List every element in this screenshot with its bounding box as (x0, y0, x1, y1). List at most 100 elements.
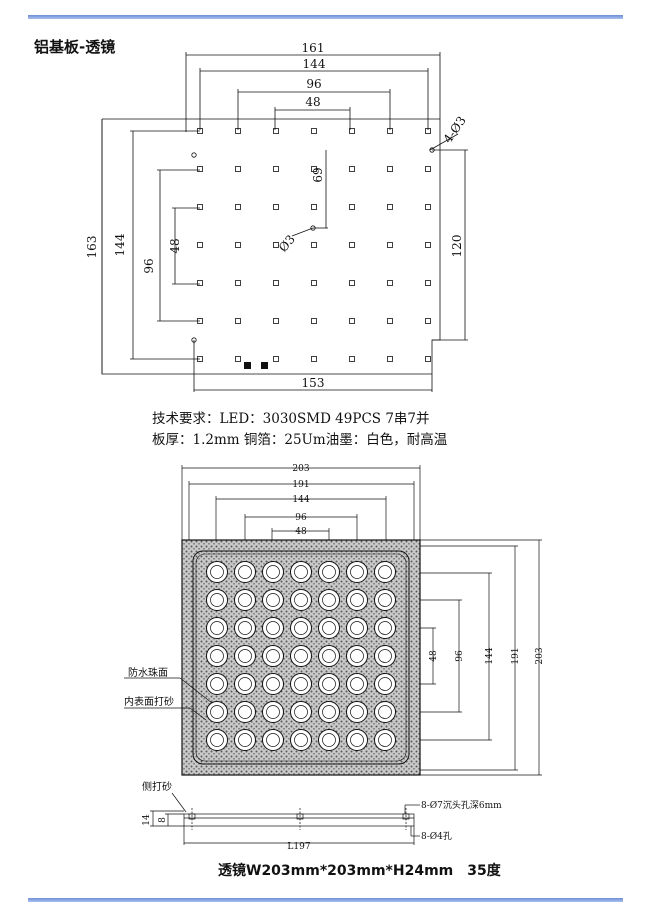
dim-r96: 96 (455, 650, 465, 662)
lens-optic-inner (294, 733, 308, 747)
led-pad (387, 356, 393, 362)
lens-optic-inner (378, 565, 392, 579)
led-pad (387, 128, 393, 134)
lens-optic-inner (350, 565, 364, 579)
lens-optic (346, 589, 368, 611)
led-pad (425, 280, 431, 286)
lens-optic-inner (210, 733, 224, 747)
lens-optic-inner (294, 677, 308, 691)
side-counterbore (296, 813, 304, 820)
led-pad (197, 356, 203, 362)
led-pad (235, 318, 241, 324)
led-pad (425, 318, 431, 324)
lens-optic-inner (238, 621, 252, 635)
dim-161: 161 (302, 41, 325, 55)
label-inner-sand: 内表面打砂 (124, 695, 174, 708)
lens-optic (346, 561, 368, 583)
lens-optic-inner (378, 733, 392, 747)
lens-optic-inner (322, 593, 336, 607)
hole-bottom-left (191, 337, 197, 343)
lens-optic (262, 701, 284, 723)
led-pad (197, 242, 203, 248)
lens-optic (374, 701, 396, 723)
led-pad (197, 166, 203, 172)
dim-191: 191 (292, 480, 309, 490)
led-pad (273, 356, 279, 362)
lens-optic (318, 589, 340, 611)
led-pad (273, 166, 279, 172)
lens-optic-inner (350, 621, 364, 635)
dim-163: 163 (85, 236, 99, 259)
lens-optic (318, 561, 340, 583)
lens-optic (234, 729, 256, 751)
dim-r48: 48 (429, 650, 439, 662)
lens-optic (346, 673, 368, 695)
led-pad (311, 242, 317, 248)
lens-optic-inner (294, 565, 308, 579)
lens-optic (206, 729, 228, 751)
lens-optic (234, 701, 256, 723)
lens-optic (234, 617, 256, 639)
spec-line-2: 板厚：1.2mm 铜箔：25Um油墨：白色，耐高温 (152, 432, 448, 448)
led-pad (425, 128, 431, 134)
lens-optic (374, 561, 396, 583)
led-pad (197, 280, 203, 286)
led-pad (349, 280, 355, 286)
led-pad (349, 166, 355, 172)
lens-optic-inner (294, 705, 308, 719)
lens-optic-inner (238, 649, 252, 663)
label-counterbore: 8-Ø7沉头孔深6mm (421, 800, 502, 811)
led-pad (197, 128, 203, 134)
lens-inner-frame (192, 550, 410, 765)
led-pad (349, 318, 355, 324)
dim-153: 153 (302, 376, 325, 390)
lens-optic (262, 673, 284, 695)
led-pad (197, 318, 203, 324)
led-pad (235, 204, 241, 210)
lens-optic-inner (266, 565, 280, 579)
lens-optic-inner (322, 649, 336, 663)
lens-optic-inner (350, 677, 364, 691)
lens-optic-inner (266, 677, 280, 691)
dim-120: 120 (450, 235, 464, 258)
lens-optic (290, 701, 312, 723)
lens-optic-inner (350, 649, 364, 663)
lens-optic (234, 645, 256, 667)
lens-optic-inner (378, 621, 392, 635)
lens-optic (290, 561, 312, 583)
hole-right (429, 147, 435, 153)
lens-optic (318, 617, 340, 639)
spec-line-1: 技术要求：LED：3030SMD 49PCS 7串7并 (152, 411, 430, 427)
lens-optic (346, 617, 368, 639)
lens-optic (290, 729, 312, 751)
led-pad (235, 356, 241, 362)
led-pad (425, 356, 431, 362)
dim-96: 96 (306, 77, 321, 91)
lens-optic-inner (350, 733, 364, 747)
dim-96: 96 (295, 513, 307, 523)
lens-optic-inner (378, 593, 392, 607)
led-pad (273, 280, 279, 286)
dim-48: 48 (295, 527, 307, 537)
led-pad (235, 166, 241, 172)
dim-side-8: 8 (158, 817, 168, 823)
lens-optic-inner (210, 593, 224, 607)
led-pad (387, 318, 393, 324)
lens-optic (206, 673, 228, 695)
lens-optic-inner (350, 593, 364, 607)
lens-optic (234, 561, 256, 583)
connector-pad (244, 362, 251, 369)
lens-optic-inner (210, 705, 224, 719)
lens-optic-inner (350, 705, 364, 719)
led-pad (273, 204, 279, 210)
dim-144: 144 (303, 57, 326, 71)
led-pad (425, 204, 431, 210)
lens-optic-inner (238, 705, 252, 719)
led-pad (311, 318, 317, 324)
lens-optic-inner (210, 649, 224, 663)
dim-203: 203 (292, 464, 309, 474)
led-pad (273, 128, 279, 134)
dim-side-14: 14 (142, 814, 152, 826)
led-pad (425, 166, 431, 172)
